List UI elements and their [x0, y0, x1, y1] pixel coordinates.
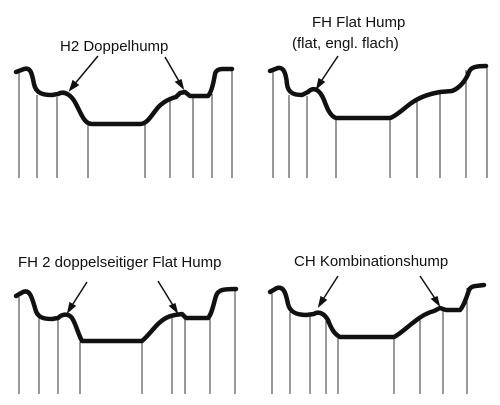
panel-h2-doppelhump: H2 Doppelhump	[13, 38, 235, 178]
section-lines	[18, 68, 233, 178]
panel-fh-flat-hump: FH Flat Hump (flat, engl. flach)	[267, 14, 489, 178]
panel-h2-label: H2 Doppelhump	[60, 38, 168, 55]
panel-fh2-double-flat-hump: FH 2 doppelseitiger Flat Hump	[13, 254, 239, 394]
panel-ch-combination-hump: CH Kombinationshump	[267, 253, 487, 394]
hump-pointer-arrows	[66, 280, 179, 315]
section-lines	[18, 290, 236, 394]
panel-fh2-label: FH 2 doppelseitiger Flat Hump	[18, 254, 221, 271]
section-lines	[271, 288, 468, 394]
rim-profile-outline	[13, 66, 235, 127]
panel-ch-label: CH Kombinationshump	[294, 253, 448, 270]
section-lines	[272, 66, 488, 178]
rim-profile-outline	[13, 286, 239, 344]
rim-profile-outline	[267, 63, 489, 121]
panel-fh-sublabel: (flat, engl. flach)	[292, 35, 399, 52]
hump-pointer-arrows	[68, 55, 185, 92]
rim-profile-outline	[267, 282, 487, 340]
hump-pointer-arrows	[315, 55, 339, 91]
panel-fh-label: FH Flat Hump	[312, 14, 405, 31]
hump-pointer-arrows	[317, 275, 441, 309]
